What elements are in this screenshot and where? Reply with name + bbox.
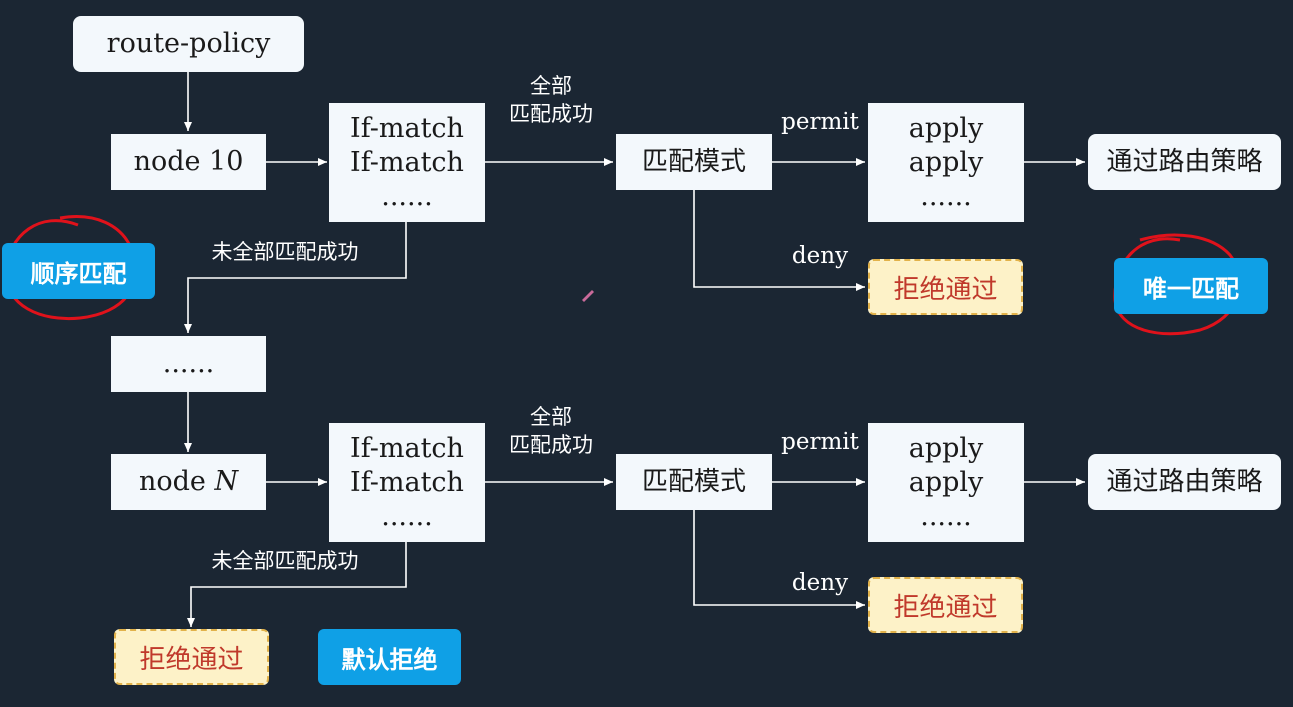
pass-policy-label: 通过路由策略 xyxy=(1106,467,1263,497)
deny-label-1: deny xyxy=(791,243,849,269)
route-policy-label: route-policy xyxy=(106,28,271,59)
reject-box-2: 拒绝通过 xyxy=(868,577,1023,633)
ifmatch-ellipsis: ...... xyxy=(381,500,433,532)
middle-node-box: ...... xyxy=(111,336,266,392)
match-mode-box-1: 匹配模式 xyxy=(616,134,772,190)
arrow-mode-to-reject-1 xyxy=(693,190,865,291)
ifmatch-line: If-match xyxy=(350,466,464,498)
permit-label-1: permit xyxy=(781,109,859,135)
not-all-match-label-1: 未全部匹配成功 xyxy=(211,240,359,264)
middle-node-label: ...... xyxy=(162,348,215,379)
deny-label-2: deny xyxy=(791,570,849,596)
route-policy-box: route-policy xyxy=(73,16,304,72)
arrow-ifmatch-to-final-reject xyxy=(187,542,407,627)
default-deny-tag: 默认拒绝 xyxy=(318,629,461,685)
match-mode-label: 匹配模式 xyxy=(641,467,746,497)
ifmatch-box-2: If-match If-match ...... xyxy=(329,423,485,542)
arrow-mode-to-reject-2 xyxy=(693,510,865,609)
apply-ellipsis: ...... xyxy=(920,180,972,212)
annotation-marks xyxy=(4,215,1242,336)
match-mode-label: 匹配模式 xyxy=(641,147,746,177)
not-all-match-label-2: 未全部匹配成功 xyxy=(211,549,359,573)
annotation-circle-sequential xyxy=(4,215,138,321)
pass-policy-box-1: 通过路由策略 xyxy=(1088,134,1281,190)
ifmatch-line: If-match xyxy=(350,146,464,178)
apply-box-2: apply apply ...... xyxy=(868,423,1024,542)
node-n-box: node N xyxy=(111,454,266,510)
cursor-icon xyxy=(582,290,594,302)
apply-box-1: apply apply ...... xyxy=(868,103,1024,222)
apply-line: apply xyxy=(908,432,984,464)
all-match-label-2: 全部 匹配成功 xyxy=(492,403,610,459)
reject-box-1: 拒绝通过 xyxy=(868,259,1023,315)
permit-label-2: permit xyxy=(781,429,859,455)
arrow-ifmatch-to-middle xyxy=(184,222,407,333)
pass-policy-box-2: 通过路由策略 xyxy=(1088,454,1281,510)
all-match-line: 匹配成功 xyxy=(509,102,593,126)
all-match-line: 全部 xyxy=(530,405,572,429)
match-mode-box-2: 匹配模式 xyxy=(616,454,772,510)
pass-policy-label: 通过路由策略 xyxy=(1106,147,1263,177)
all-match-line: 匹配成功 xyxy=(509,433,593,457)
final-reject-label: 拒绝通过 xyxy=(139,644,244,675)
node-n-var: N xyxy=(214,466,239,497)
ifmatch-ellipsis: ...... xyxy=(381,180,433,212)
final-reject-box: 拒绝通过 xyxy=(114,629,269,685)
node-n-label: node xyxy=(138,466,215,497)
apply-line: apply xyxy=(908,146,984,178)
all-match-label-1: 全部 匹配成功 xyxy=(492,72,610,128)
ifmatch-line: If-match xyxy=(350,432,464,464)
sequential-match-label: 顺序匹配 xyxy=(30,259,127,288)
default-deny-label: 默认拒绝 xyxy=(341,645,438,674)
all-match-line: 全部 xyxy=(530,74,572,98)
reject-label: 拒绝通过 xyxy=(893,592,998,623)
apply-line: apply xyxy=(908,112,984,144)
unique-match-tag: 唯一匹配 xyxy=(1114,258,1268,314)
ifmatch-line: If-match xyxy=(350,112,464,144)
unique-match-label: 唯一匹配 xyxy=(1143,274,1239,303)
node-10-box: node 10 xyxy=(111,134,266,190)
apply-ellipsis: ...... xyxy=(920,500,972,532)
apply-line: apply xyxy=(908,466,984,498)
reject-label: 拒绝通过 xyxy=(893,274,998,305)
sequential-match-tag: 顺序匹配 xyxy=(2,243,155,299)
ifmatch-box-1: If-match If-match ...... xyxy=(329,103,485,222)
node-10-label: node 10 xyxy=(133,146,244,177)
